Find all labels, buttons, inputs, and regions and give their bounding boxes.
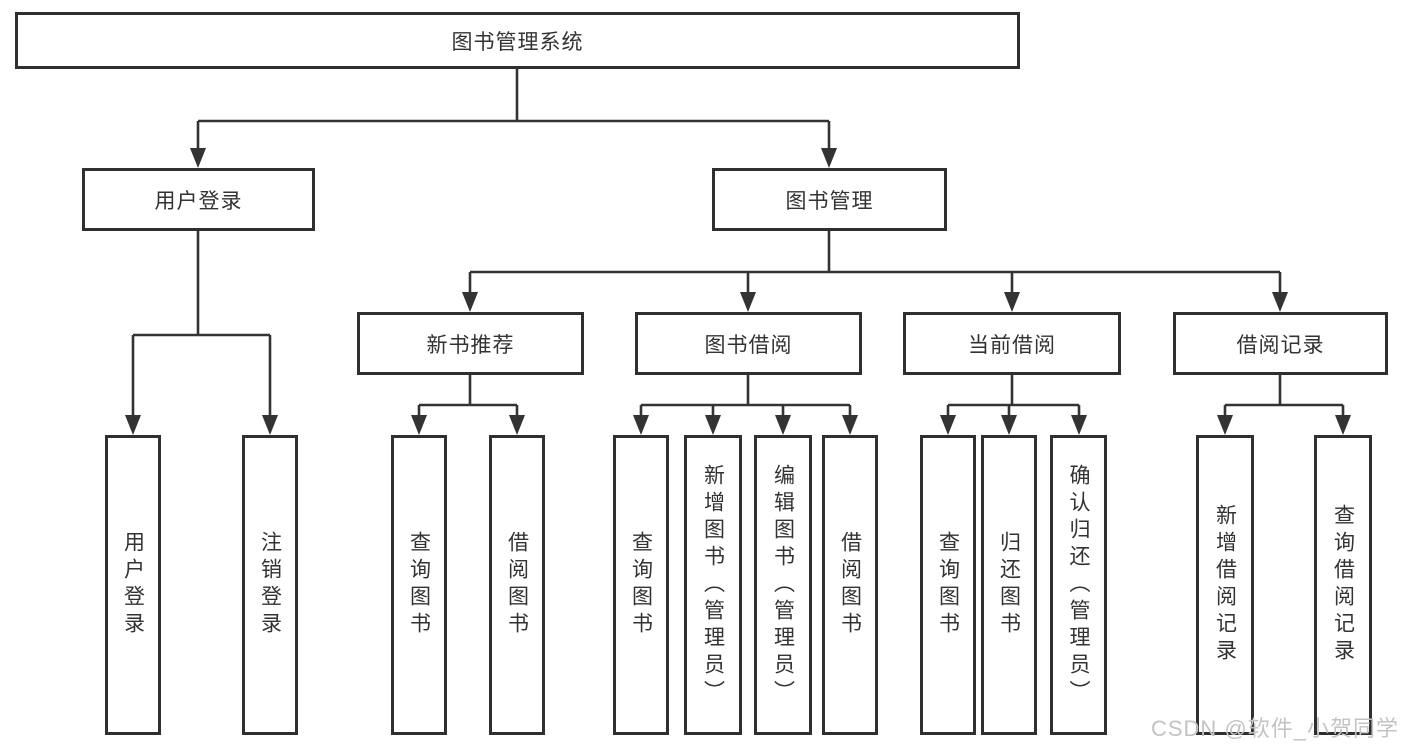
leaf-current-confirm-return: 确认归还（管理员） [1050,435,1107,735]
arrow-down-icon [1004,292,1020,312]
leaf-records-add-record-label: 新增借阅记录 [1213,504,1237,666]
leaf-recommend-borrow-books-label: 借阅图书 [505,531,529,639]
leaf-records-query-record-label: 查询借阅记录 [1331,504,1355,666]
leaf-records-add-record: 新增借阅记录 [1196,435,1254,735]
leaf-recommend-query-books-label: 查询图书 [407,531,431,639]
arrow-down-icon [1272,292,1288,312]
node-current-borrow-label: 当前借阅 [968,333,1056,357]
leaf-logout: 注销登录 [242,435,298,735]
node-root-label: 图书管理系统 [451,30,584,54]
arrow-down-icon [125,415,141,435]
leaf-borrow-add-books: 新增图书（管理员） [684,435,742,735]
arrow-down-icon [1071,415,1087,435]
node-current-borrow: 当前借阅 [903,312,1121,375]
arrow-down-icon [190,148,206,168]
arrow-down-icon [1335,415,1351,435]
leaf-borrow-edit-books-label: 编辑图书（管理员） [771,463,795,707]
leaf-current-return-books: 归还图书 [981,435,1037,735]
node-book-manage: 图书管理 [712,168,947,231]
node-book-manage-label: 图书管理 [785,189,874,213]
arrow-down-icon [462,292,478,312]
leaf-borrow-borrow-books-label: 借阅图书 [838,531,862,639]
arrow-down-icon [262,415,278,435]
node-book-borrow-label: 图书借阅 [704,333,793,357]
arrow-down-icon [740,292,756,312]
node-new-book-recommend: 新书推荐 [357,312,584,375]
node-borrow-records-label: 借阅记录 [1236,333,1325,357]
arrowheads [125,148,1351,435]
arrow-down-icon [411,415,427,435]
leaf-current-query-books-label: 查询图书 [936,531,960,639]
arrow-down-icon [1001,415,1017,435]
leaf-borrow-edit-books: 编辑图书（管理员） [754,435,812,735]
leaf-user-login: 用户登录 [105,435,161,735]
leaf-current-confirm-return-label: 确认归还（管理员） [1067,463,1090,707]
leaf-recommend-query-books: 查询图书 [391,435,447,735]
arrow-down-icon [821,148,837,168]
arrow-down-icon [509,415,525,435]
leaf-recommend-borrow-books: 借阅图书 [489,435,545,735]
leaf-borrow-query-books-label: 查询图书 [629,531,653,639]
leaf-borrow-borrow-books: 借阅图书 [822,435,878,735]
leaf-user-login-label: 用户登录 [121,531,145,639]
node-user-login-label: 用户登录 [154,189,243,213]
arrow-down-icon [1217,415,1233,435]
leaf-logout-label: 注销登录 [258,531,282,639]
node-user-login: 用户登录 [82,168,315,231]
leaf-records-query-record: 查询借阅记录 [1314,435,1372,735]
node-borrow-records: 借阅记录 [1173,312,1388,375]
leaf-borrow-query-books: 查询图书 [613,435,669,735]
node-new-book-recommend-label: 新书推荐 [426,333,515,357]
leaf-current-query-books: 查询图书 [920,435,976,735]
arrow-down-icon [775,415,791,435]
arrow-down-icon [633,415,649,435]
node-book-borrow: 图书借阅 [635,312,862,375]
node-root: 图书管理系统 [15,12,1020,69]
arrow-down-icon [705,415,721,435]
leaf-borrow-add-books-label: 新增图书（管理员） [701,463,725,707]
arrow-down-icon [940,415,956,435]
leaf-current-return-books-label: 归还图书 [997,531,1021,639]
arrow-down-icon [842,415,858,435]
csdn-watermark: CSDN @软件_小贺同学 [1150,716,1399,741]
